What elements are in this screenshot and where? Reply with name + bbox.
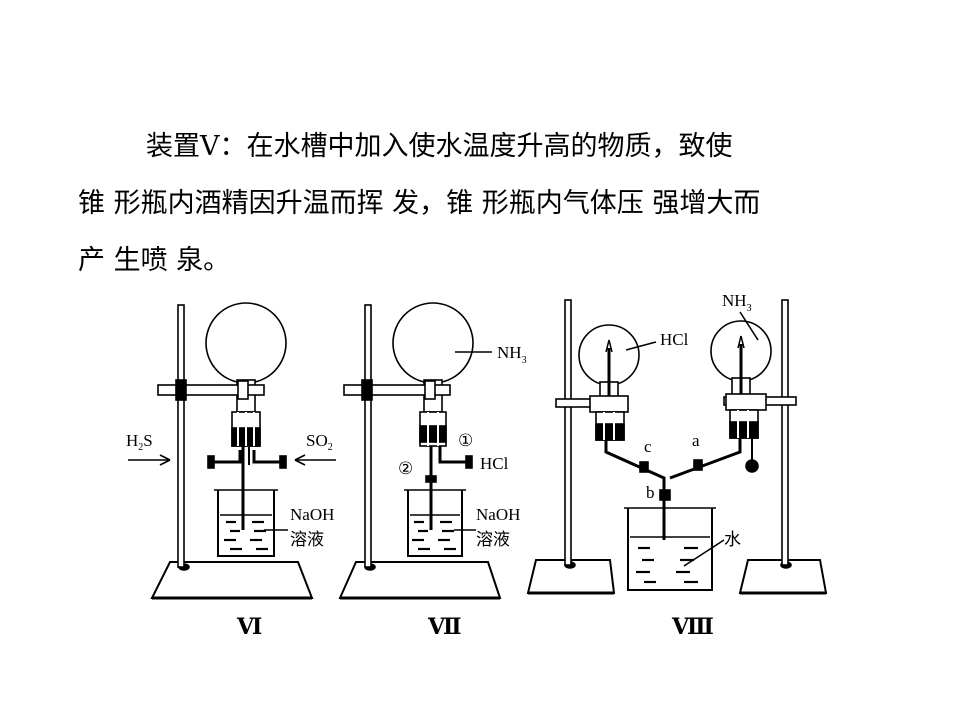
label-right-flask-8: NH3	[722, 291, 752, 314]
label-water-8: 水	[724, 530, 741, 549]
apparatus-7	[338, 302, 502, 600]
dropper-bulb	[745, 459, 759, 473]
stand-rod-8-left	[564, 299, 572, 566]
stand-rod-7	[364, 304, 372, 568]
numeral-6: Ⅵ	[236, 614, 262, 639]
paragraph-line-3: 产 生喷 泉。	[78, 245, 231, 276]
stand-base-6	[150, 561, 314, 599]
beaker-6	[217, 490, 275, 557]
apparatus-8	[526, 299, 828, 595]
label-mark-2: ②	[398, 459, 413, 478]
label-solution-6-line1: NaOH	[290, 505, 334, 524]
label-left-flask-8: HCl	[660, 330, 689, 349]
beaker-7	[407, 490, 463, 557]
stand-rod-8-right	[781, 299, 789, 566]
label-flask-gas-7: NH3	[497, 343, 527, 366]
flask-6	[205, 302, 287, 384]
numeral-7: Ⅶ	[427, 614, 462, 639]
label-gas-inlet-7: HCl	[480, 454, 509, 473]
stand-base-7	[338, 561, 502, 599]
label-clamp-a: a	[692, 431, 700, 450]
apparatus-6	[128, 302, 336, 600]
label-clamp-c: c	[644, 437, 652, 456]
numeral-8: Ⅷ	[671, 614, 714, 639]
beaker-8	[627, 508, 713, 591]
paragraph-line-1: 装置Ⅴ：在水槽中加入使水温度升高的物质，致使	[146, 131, 733, 162]
label-mark-1: ①	[458, 431, 473, 450]
label-solution-7-line1: NaOH	[476, 505, 520, 524]
label-solution-6-line2: 溶液	[290, 530, 324, 549]
paragraph-line-2: 锥 形瓶内酒精因升温而挥 发，锥 形瓶内气体压 强增大而	[78, 188, 761, 219]
clamp-arm-6	[157, 384, 265, 396]
flask-7	[392, 302, 474, 384]
label-gas-left-6: H2S	[126, 431, 153, 453]
clamp-arm-7	[343, 384, 451, 396]
label-clamp-b: b	[646, 483, 655, 502]
description-paragraph: 装置Ⅴ：在水槽中加入使水温度升高的物质，致使 锥 形瓶内酒精因升温而挥 发，锥 …	[78, 118, 878, 289]
label-solution-7-line2: 溶液	[476, 530, 510, 549]
y-tube	[604, 440, 666, 540]
label-gas-right-6: SO2	[306, 431, 333, 453]
stand-rod-6	[177, 304, 185, 568]
